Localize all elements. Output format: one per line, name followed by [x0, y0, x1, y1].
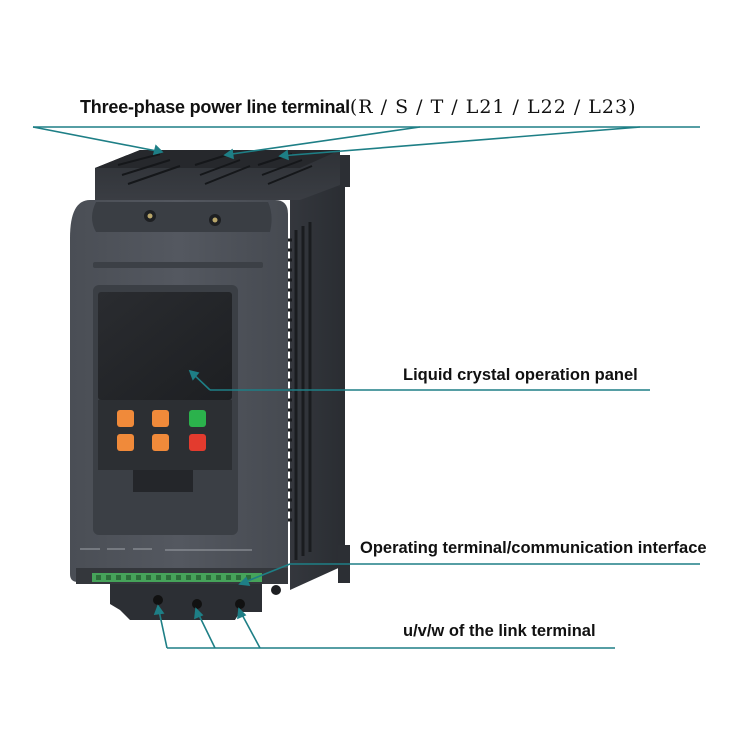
keypad: [98, 400, 232, 492]
key-orange-3[interactable]: [117, 434, 134, 451]
power-line-terminal-codes: (R / S / T / L21 / L22 / L23): [349, 96, 637, 118]
key-orange-2[interactable]: [152, 410, 169, 427]
power-line-terminal-label: Three-phase power line terminal(R / S / …: [80, 96, 636, 118]
power-line-terminal-text: Three-phase power line terminal: [80, 97, 350, 117]
key-orange-4[interactable]: [152, 434, 169, 451]
device-side-panel: [290, 155, 350, 590]
output-terminal-block: [110, 584, 262, 620]
link-terminal-label: u/v/w of the link terminal: [403, 622, 596, 640]
lcd-panel-label: Liquid crystal operation panel: [403, 366, 638, 384]
key-orange-1[interactable]: [117, 410, 134, 427]
lcd-screen: [98, 292, 232, 400]
key-red-stop[interactable]: [189, 434, 206, 451]
terminal-w: [235, 599, 245, 609]
terminal-u: [153, 595, 163, 605]
operating-terminal-strip: [76, 568, 288, 595]
operating-terminal-label: Operating terminal/communication interfa…: [360, 539, 707, 557]
key-green-run[interactable]: [189, 410, 206, 427]
terminal-legend: [80, 548, 252, 551]
leader-lines: [32, 126, 700, 649]
terminal-v: [192, 599, 202, 609]
top-terminal-cover: [95, 150, 340, 200]
